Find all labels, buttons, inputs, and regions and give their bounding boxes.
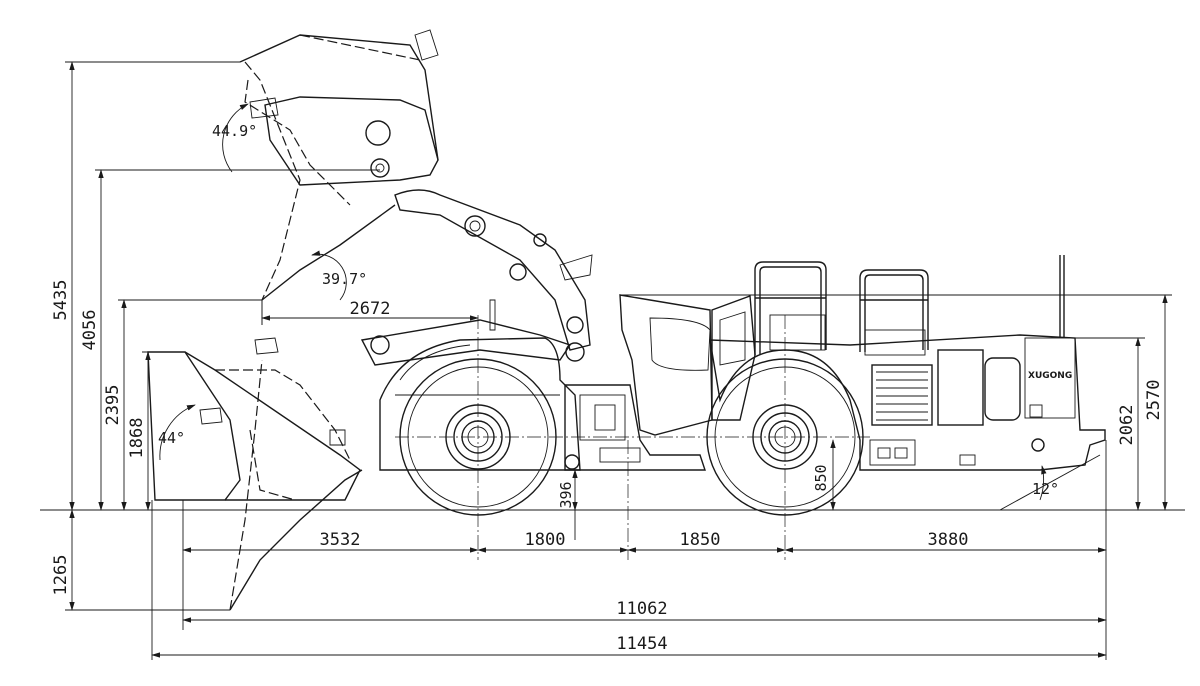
front-frame — [379, 337, 581, 471]
rops-frame-1 — [754, 261, 827, 355]
bucket-raised — [239, 29, 439, 301]
dim-hinge-pin-height: 4056 — [80, 310, 100, 351]
dim-dump-height: 2395 — [103, 385, 123, 426]
dim-overall-height: 2570 — [1144, 380, 1164, 421]
bucket-lowered — [147, 337, 363, 611]
dim-ground-clearance-mid: 850 — [812, 464, 830, 491]
dim-overall-length-bucket: 11454 — [616, 634, 667, 654]
dim-rear-overhang: 3880 — [928, 530, 969, 550]
dim-front-overhang: 3532 — [320, 530, 361, 550]
dim-bucket-height-lowered: 1868 — [127, 418, 147, 459]
dim-overall-length: 11062 — [616, 599, 667, 619]
angle-departure: 12° — [1032, 480, 1059, 498]
dim-dump-reach: 2672 — [350, 299, 391, 319]
lift-arm-lowered — [360, 299, 585, 366]
articulation-joint — [564, 384, 706, 471]
fuel-tank — [984, 357, 1021, 421]
loader-body: XUGONG — [379, 255, 1106, 516]
engine-block — [937, 349, 984, 426]
operator-cabin — [619, 294, 713, 436]
radiator-grille — [871, 364, 933, 426]
lift-arm-raised — [394, 189, 593, 351]
angle-dump: 39.7° — [322, 270, 367, 288]
angle-top: 44.9° — [212, 122, 257, 140]
dim-max-dump-height: 5435 — [51, 280, 71, 321]
dim-canopy-height: 2062 — [1117, 405, 1137, 446]
rops-frame-2 — [859, 269, 929, 356]
rear-frame — [709, 334, 1106, 471]
dim-ground-clearance-front: 396 — [557, 481, 575, 508]
dim-hinge-to-rear-axle: 1850 — [680, 530, 721, 550]
angle-carry: 44° — [158, 429, 185, 447]
dim-front-axle-to-hinge: 1800 — [525, 530, 566, 550]
brand-label: XUGONG — [1028, 371, 1072, 381]
dim-dig-depth: 1265 — [51, 555, 71, 596]
